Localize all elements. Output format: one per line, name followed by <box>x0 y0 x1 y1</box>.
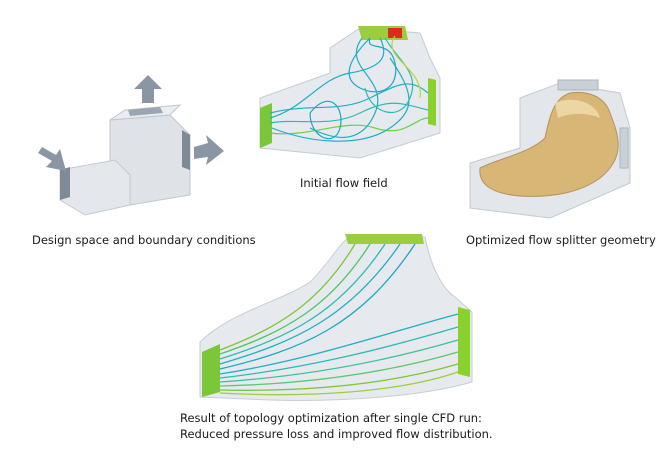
caption-result-line-1: Result of topology optimization after si… <box>180 411 482 425</box>
outlet-face-right <box>182 130 190 170</box>
result-outlet-right <box>458 307 470 377</box>
flow-domain-box <box>259 27 441 159</box>
result-envelope <box>199 236 473 401</box>
result-illustration <box>199 234 473 401</box>
initial-flow-panel <box>250 18 450 168</box>
outflow-arrow-right <box>194 135 224 165</box>
outlet-face-top <box>128 107 163 116</box>
outlet-cap-top <box>557 79 599 91</box>
result-inlet-grid <box>202 344 220 397</box>
outlet-cap-right <box>619 127 629 169</box>
initial-flow-illustration <box>259 26 441 159</box>
caption-result: Result of topology optimization after si… <box>180 410 493 442</box>
result-panel <box>190 232 480 407</box>
inlet-grid <box>260 103 272 148</box>
optimized-geometry-panel <box>460 68 640 223</box>
design-space-illustration <box>38 75 224 216</box>
caption-optimized-geometry: Optimized flow splitter geometry <box>466 233 656 247</box>
outlet-grid-right <box>428 78 436 126</box>
inflow-arrow <box>38 147 66 171</box>
result-outlet-top <box>345 234 424 244</box>
splitter-highlight <box>555 99 600 118</box>
inlet-box <box>59 159 131 216</box>
outflow-arrow-top <box>134 75 162 103</box>
caption-design-space: Design space and boundary conditions <box>32 233 256 247</box>
caption-initial-flow: Initial flow field <box>300 176 388 190</box>
optimized-geometry-illustration <box>469 79 631 219</box>
streamlines <box>269 35 429 142</box>
caption-result-line-2: Reduced pressure loss and improved flow … <box>180 427 493 441</box>
result-streamlines <box>219 243 459 396</box>
inlet-face <box>60 167 70 200</box>
design-space-panel <box>30 75 230 225</box>
splitter-solid <box>479 91 619 197</box>
hotspot <box>388 28 402 38</box>
